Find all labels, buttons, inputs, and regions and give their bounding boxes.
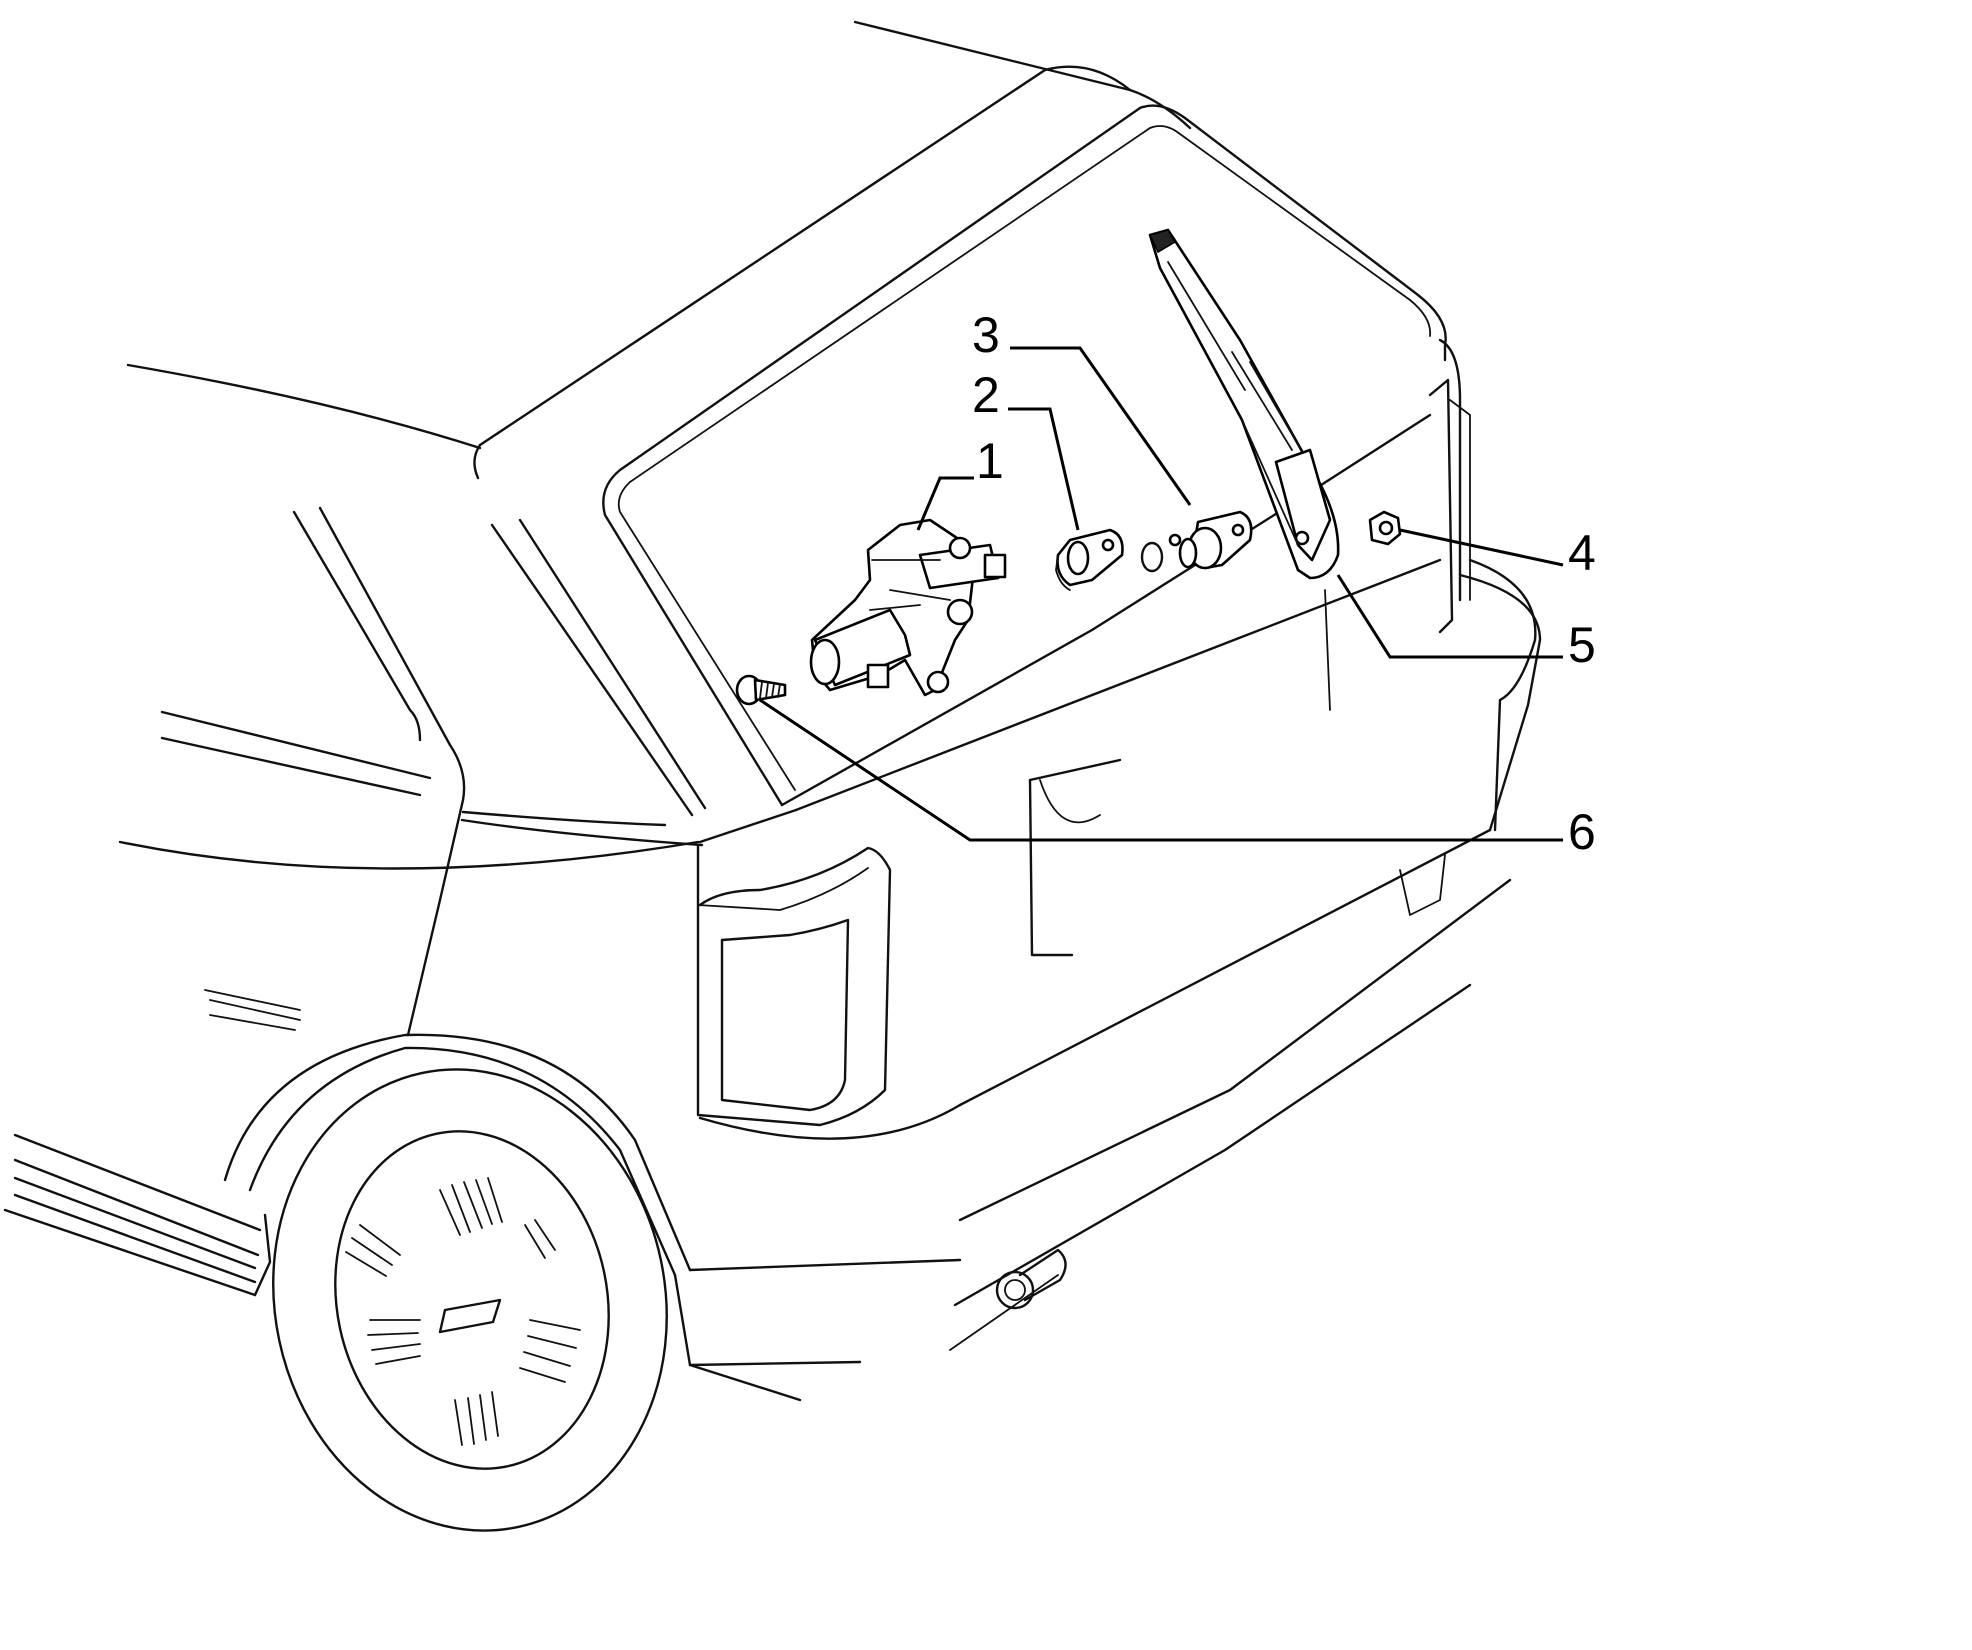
wiper-arm xyxy=(1148,228,1340,580)
callout-5: 5 xyxy=(1568,617,1596,673)
wiper-motor xyxy=(809,518,1007,697)
callout-3: 3 xyxy=(972,307,1000,363)
leader-lines xyxy=(759,346,1564,842)
leader-4 xyxy=(1399,528,1564,567)
callout-6: 6 xyxy=(1568,804,1596,860)
leader-1 xyxy=(916,476,974,531)
rear-wheel xyxy=(272,1068,668,1532)
nut xyxy=(1368,510,1402,546)
leader-2 xyxy=(1008,407,1080,531)
gasket xyxy=(1055,528,1124,591)
car-body-outline xyxy=(3,20,1542,1402)
leader-6 xyxy=(759,698,1563,842)
screw xyxy=(735,674,787,706)
leader-3 xyxy=(1010,346,1192,506)
callout-1: 1 xyxy=(976,433,1004,489)
callout-2: 2 xyxy=(972,367,1000,423)
spindle-bushing xyxy=(1140,510,1253,573)
callout-labels: 1 2 3 4 5 6 xyxy=(972,307,1596,860)
callout-4: 4 xyxy=(1568,525,1596,581)
leader-5 xyxy=(1336,574,1563,659)
